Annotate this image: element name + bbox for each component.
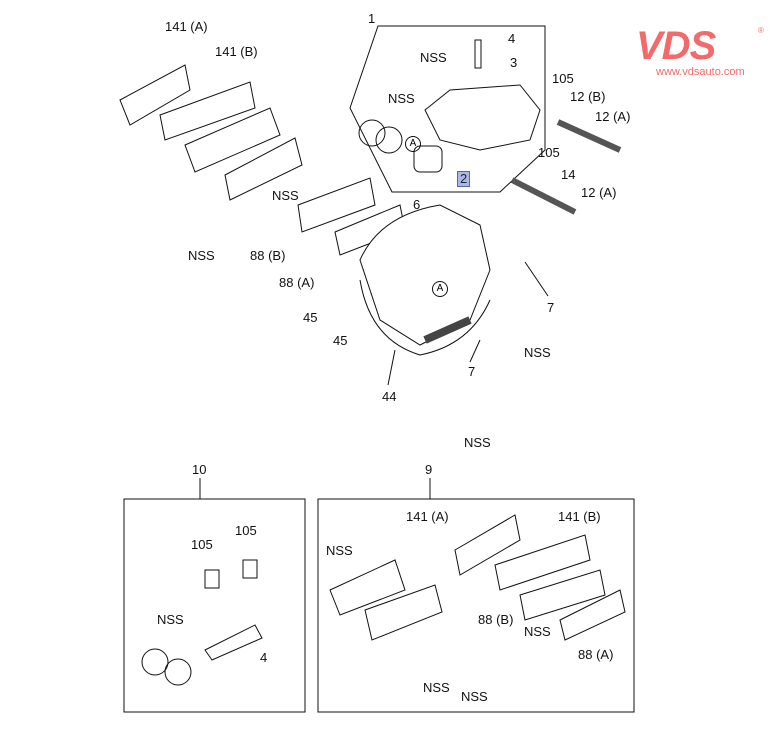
kit-shim-88b [519,569,606,621]
callout-nss[interactable]: NSS [326,543,353,558]
caliper-group-outline [349,25,546,193]
kit-pad [364,584,443,641]
callout-88a[interactable]: 88 (A) [578,647,614,662]
callout-nss[interactable]: NSS [388,91,415,106]
callout-12a[interactable]: 12 (A) [581,185,617,200]
logo-brand: VDS [636,24,716,68]
callout-141b[interactable]: 141 (B) [215,44,258,59]
callout-45[interactable]: 45 [333,333,348,348]
kit-shim-141b [494,534,591,591]
callout-6[interactable]: 6 [413,197,421,212]
reference-a-marker: A [405,136,421,152]
bleeder-screw [474,39,482,69]
caliper-body [424,84,541,151]
kit-pad [329,559,406,616]
shim-141b [159,81,256,141]
callout-nss[interactable]: NSS [524,624,551,639]
logo-url: www.vdsauto.com [656,66,745,78]
shim-88b [297,177,376,233]
callout-141b[interactable]: 141 (B) [558,509,601,524]
callout-2-highlighted[interactable]: 2 [457,171,471,187]
callout-nss[interactable]: NSS [420,50,447,65]
callout-141a[interactable]: 141 (A) [165,19,208,34]
callout-7[interactable]: 7 [468,364,476,379]
seal-ring [375,126,403,154]
shim-141a [119,64,191,126]
callout-nss[interactable]: NSS [461,689,488,704]
callout-nss[interactable]: NSS [464,435,491,450]
guide-pin [556,119,622,153]
kit-10-box [123,498,306,713]
grease-tube [204,624,263,661]
shield-vent [423,316,472,344]
registered-mark: ® [758,26,764,35]
callout-14[interactable]: 14 [561,167,576,182]
callout-12a[interactable]: 12 (A) [595,109,631,124]
brake-pad [184,107,281,173]
brake-pad [224,137,303,201]
callout-44[interactable]: 44 [382,389,397,404]
callout-4[interactable]: 4 [260,650,268,665]
reference-a-marker: A [432,281,448,297]
guide-pin [510,177,577,215]
callout-105[interactable]: 105 [235,523,257,538]
caliper-bracket [359,204,491,346]
callout-105[interactable]: 105 [552,71,574,86]
callout-10[interactable]: 10 [192,462,207,477]
callout-7[interactable]: 7 [547,300,555,315]
callout-105[interactable]: 105 [538,145,560,160]
callout-88b[interactable]: 88 (B) [478,612,514,627]
callout-12b[interactable]: 12 (B) [570,89,606,104]
callout-141a[interactable]: 141 (A) [406,509,449,524]
callout-9[interactable]: 9 [425,462,433,477]
kit-shim-141a [454,514,521,576]
boot-105 [242,559,258,579]
kit-9-box [317,498,635,713]
vds-logo: VDS ® www.vdsauto.com [636,24,764,78]
seal-ring [358,119,386,147]
callout-nss[interactable]: NSS [423,680,450,695]
callout-nss[interactable]: NSS [272,188,299,203]
callout-4[interactable]: 4 [508,31,516,46]
callout-88a[interactable]: 88 (A) [279,275,315,290]
boot-105 [204,569,220,589]
callout-nss[interactable]: NSS [188,248,215,263]
piston [413,145,443,173]
callout-88b[interactable]: 88 (B) [250,248,286,263]
kit-shim-88a [559,589,626,641]
callout-45[interactable]: 45 [303,310,318,325]
callout-nss[interactable]: NSS [524,345,551,360]
callout-105[interactable]: 105 [191,537,213,552]
callout-3[interactable]: 3 [510,55,518,70]
callout-1[interactable]: 1 [368,11,376,26]
dust-shield [359,279,491,356]
callout-nss[interactable]: NSS [157,612,184,627]
